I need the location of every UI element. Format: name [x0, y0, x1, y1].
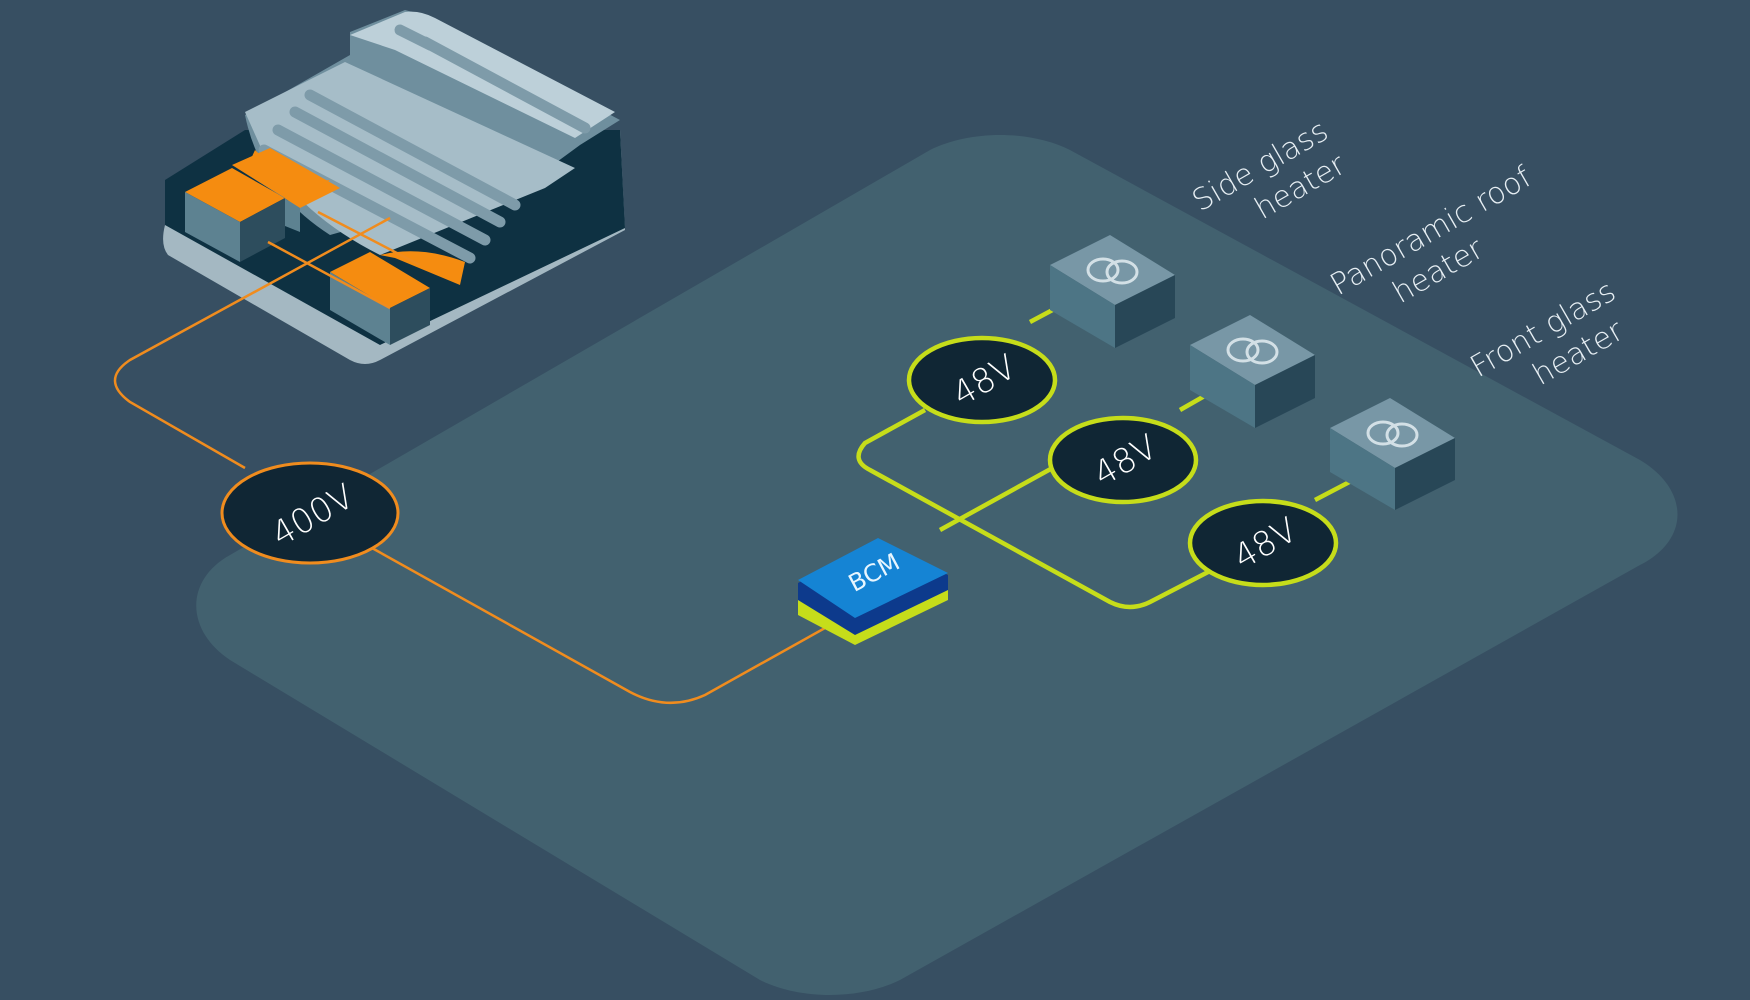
- heater-panoramic-roof: [1190, 315, 1315, 428]
- heater-front-glass: [1330, 398, 1455, 510]
- voltage-node-400v: 400V: [220, 461, 400, 565]
- voltage-node-48v-roof: 48V: [1047, 415, 1199, 505]
- bcm-module: BCM: [798, 538, 948, 645]
- high-voltage-line: [113, 210, 826, 705]
- vehicle-platform: [196, 135, 1678, 995]
- heater-side-glass: [1050, 235, 1175, 348]
- heater-coil-icon: [1366, 420, 1419, 448]
- heater-coil-icon: [1086, 257, 1139, 285]
- voltage-node-48v-side: 48V: [906, 335, 1058, 425]
- heater-coil-icon: [1226, 337, 1279, 365]
- battery-pack-icon: [163, 10, 626, 364]
- voltage-node-48v-front: 48V: [1187, 498, 1339, 588]
